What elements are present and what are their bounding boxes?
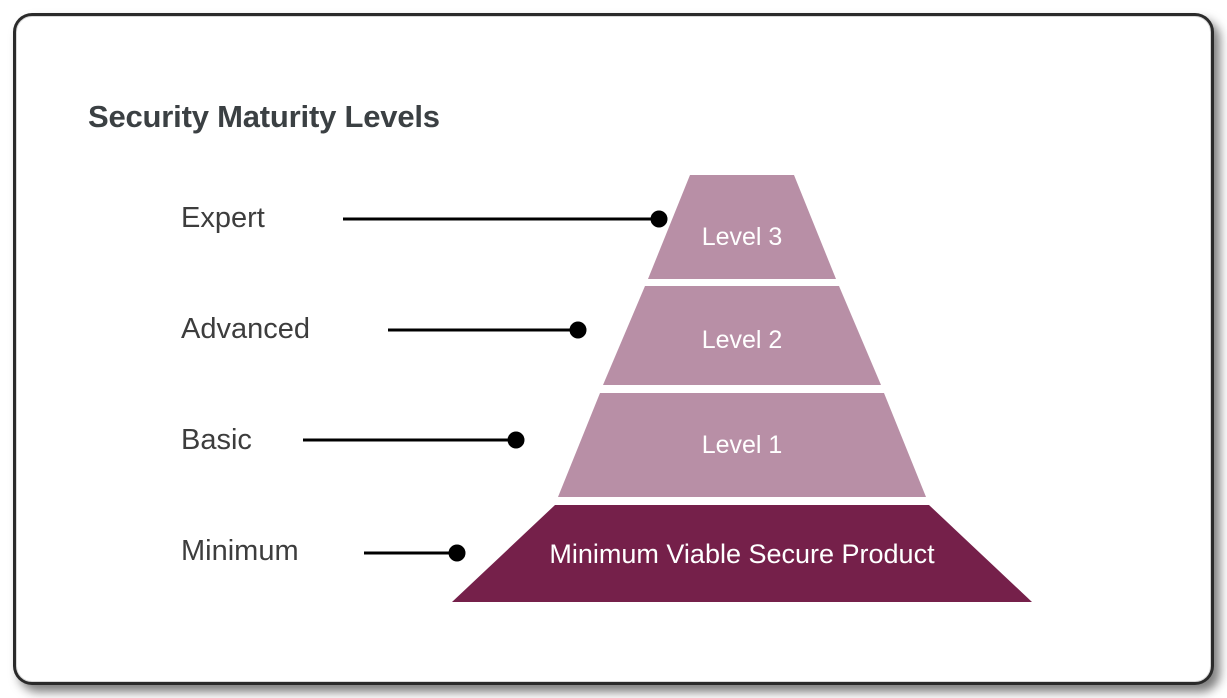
pyramid-tier-level-3-shape[interactable] xyxy=(648,175,836,279)
side-label-basic[interactable]: Basic xyxy=(181,424,252,456)
pyramid-tier-base-shape[interactable] xyxy=(452,505,1032,602)
pyramid-tier-level-1-shape[interactable] xyxy=(558,393,926,497)
side-label-minimum[interactable]: Minimum xyxy=(181,535,299,567)
pyramid-tier-base[interactable]: Minimum Viable Secure Product xyxy=(452,505,1032,602)
side-label-advanced[interactable]: Advanced xyxy=(181,313,310,345)
pyramid-tier-base-label: Minimum Viable Secure Product xyxy=(549,539,935,569)
pyramid-tier-level-2-shape[interactable] xyxy=(603,286,881,385)
pyramid-tier-level-3-label: Level 3 xyxy=(702,223,783,251)
pyramid-tier-level-2[interactable]: Level 2 xyxy=(603,286,881,385)
side-label-expert[interactable]: Expert xyxy=(181,202,265,234)
pyramid-tier-level-1-label: Level 1 xyxy=(702,431,783,459)
pyramid-tier-level-2-label: Level 2 xyxy=(702,326,783,354)
page-title: Security Maturity Levels xyxy=(88,99,440,134)
pyramid-tier-level-1[interactable]: Level 1 xyxy=(558,393,926,497)
pyramid-tier-level-3[interactable]: Level 3 xyxy=(648,175,836,279)
